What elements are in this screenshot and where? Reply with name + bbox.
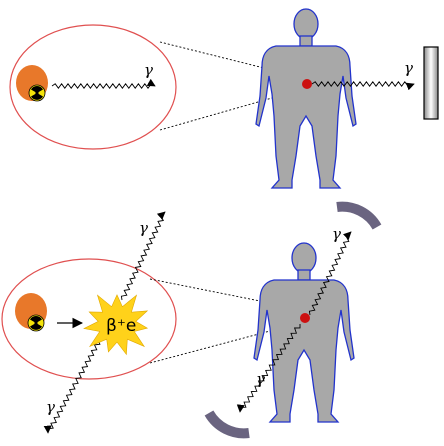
- human-figure-top: [255, 8, 357, 189]
- gamma-label-body-lower: γ: [256, 370, 265, 388]
- gamma-label-body-upper: γ: [332, 225, 341, 243]
- gamma-ray-body: [311, 81, 415, 91]
- gamma-ray-body-lower: [236, 324, 301, 413]
- radioactive-source-icon: [16, 65, 48, 102]
- top-panel: γ γ: [9, 8, 439, 189]
- organ-dot-bottom: [300, 313, 310, 323]
- bottom-inset-ellipse: [1, 258, 177, 380]
- gamma-label-inset: γ: [144, 61, 153, 79]
- gamma-label-inset-lower: γ: [46, 398, 55, 416]
- gamma-ray-inset: [51, 78, 156, 89]
- gamma-ray-inset-upper: [120, 211, 166, 301]
- top-inset-ellipse: [9, 24, 177, 150]
- positron-burst-icon: [83, 294, 149, 356]
- detector-arc-lower: [204, 410, 250, 439]
- organ-dot-top: [302, 79, 312, 89]
- gamma-ray-body-upper: [308, 231, 352, 316]
- bottom-zoom-line-upper: [149, 278, 301, 310]
- positron-label: β⁺e: [106, 316, 136, 336]
- detector-arc-upper: [336, 201, 382, 230]
- gamma-label-body: γ: [404, 59, 413, 77]
- human-figure-bottom: [253, 242, 355, 423]
- pet-ring-detector-icon: [204, 201, 382, 439]
- radioactive-source-icon: [15, 293, 47, 332]
- bottom-panel: β⁺e γ γ γ γ: [1, 201, 382, 439]
- gamma-label-inset-upper: γ: [139, 219, 148, 237]
- planar-detector-icon: [423, 46, 439, 120]
